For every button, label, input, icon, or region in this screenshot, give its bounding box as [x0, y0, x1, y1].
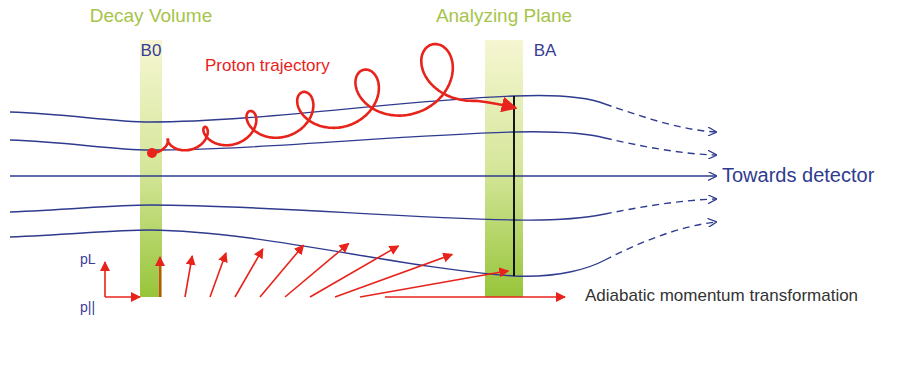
analyzing-plane-band — [485, 40, 523, 297]
momentum-arrow — [185, 256, 192, 297]
direction-label: Towards detector — [722, 164, 874, 186]
axis-label: pL — [80, 252, 96, 267]
momentum-arrow — [159, 257, 161, 297]
field-label: B0 — [141, 42, 162, 61]
momentum-arrow — [260, 245, 304, 297]
decay-volume-band — [140, 40, 162, 297]
trajectory-label: Proton trajectory — [205, 57, 330, 76]
momentum-arrow — [285, 244, 349, 298]
axis-label: p|| — [80, 300, 95, 315]
momentum-arrow — [385, 296, 565, 298]
momentum-arrow — [210, 253, 226, 297]
field-lines — [10, 95, 716, 276]
momentum-arrow — [360, 271, 508, 297]
region-heading: Decay Volume — [90, 6, 213, 27]
process-label: Adiabatic momentum transformation — [585, 287, 858, 306]
decay-point — [147, 148, 157, 158]
momentum-arrows — [160, 244, 565, 298]
analyzing-line — [513, 96, 515, 276]
momentum-arrow — [235, 249, 263, 297]
momentum-axes — [105, 262, 140, 297]
field-label: BA — [534, 42, 557, 61]
proton-trajectory — [152, 44, 516, 153]
region-heading: Analyzing Plane — [436, 6, 572, 27]
field-band: Decay VolumeB0 — [140, 40, 162, 297]
field-band: Analyzing PlaneBA — [485, 40, 523, 297]
